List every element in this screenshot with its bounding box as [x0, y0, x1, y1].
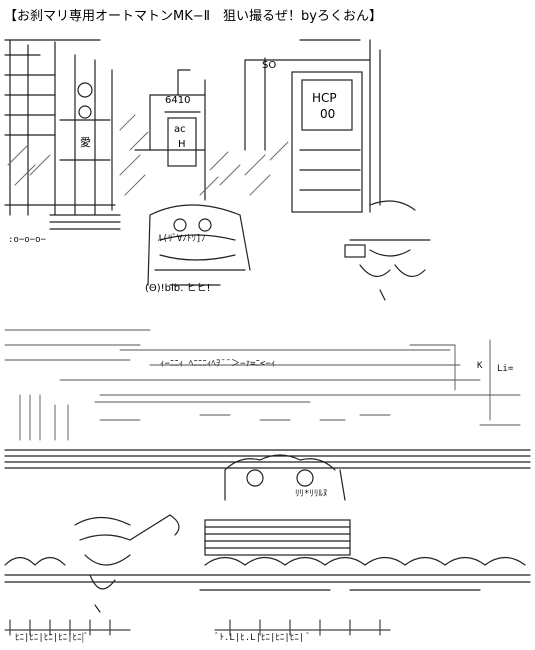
center-characters	[147, 204, 251, 286]
corner-right: Li=	[497, 364, 514, 374]
page-title: 【お刹マリ専用オートマトンMK−Ⅱ 狙い撮るぜ！byろくおん】	[4, 9, 382, 24]
building-number: 6410	[165, 95, 191, 106]
mid-character-text: (Θ)!bib. ヒヒ!	[145, 283, 211, 294]
love-sign: 愛	[80, 136, 91, 149]
bottom-left-ground: ﾋﾆ|ﾋﾆ|ﾋﾆ|ﾋﾆ|ﾋﾆ|ﾞ	[15, 633, 89, 643]
hcp-sign-line-2: 00	[320, 107, 336, 121]
k-mark: K	[477, 361, 483, 371]
left-bench: :o−o−o−	[8, 235, 46, 245]
right-small-character	[344, 200, 431, 301]
seated-characters	[204, 454, 351, 556]
crowd-face: ﾙ(ﾘﾞ∀ﾉﾄﾜ]ﾉ	[158, 234, 206, 244]
ac-sign-line-2: H	[178, 139, 186, 150]
street-scene	[4, 329, 521, 441]
bottom-arches	[4, 556, 531, 591]
bottom-ground	[4, 619, 391, 636]
right-building	[244, 39, 381, 213]
mid-hatching	[7, 114, 289, 196]
ac-sign-line-1: ac	[174, 124, 186, 135]
hcp-sign-line-1: HCP	[312, 91, 337, 105]
central-building	[134, 69, 206, 201]
rail-fragment: ｨ−ﾆﾆｨ ﾍﾆﾆﾆｨﾍｦ¯¯＞−ｧ=ﾆ<−ｨ	[160, 359, 276, 369]
bottom-right-ground: ﾞﾄ.L|ﾋ.L|ﾋﾆ|ﾋﾆ|ﾋﾆ| ﾞ	[215, 633, 311, 643]
fence-rails	[4, 449, 531, 469]
bottom-left-character	[74, 514, 180, 613]
shop-sign: SO	[262, 60, 277, 71]
left-buildings	[4, 39, 121, 230]
face-right: ﾘﾘ*ﾘﾘﾙﾇ	[295, 489, 328, 499]
